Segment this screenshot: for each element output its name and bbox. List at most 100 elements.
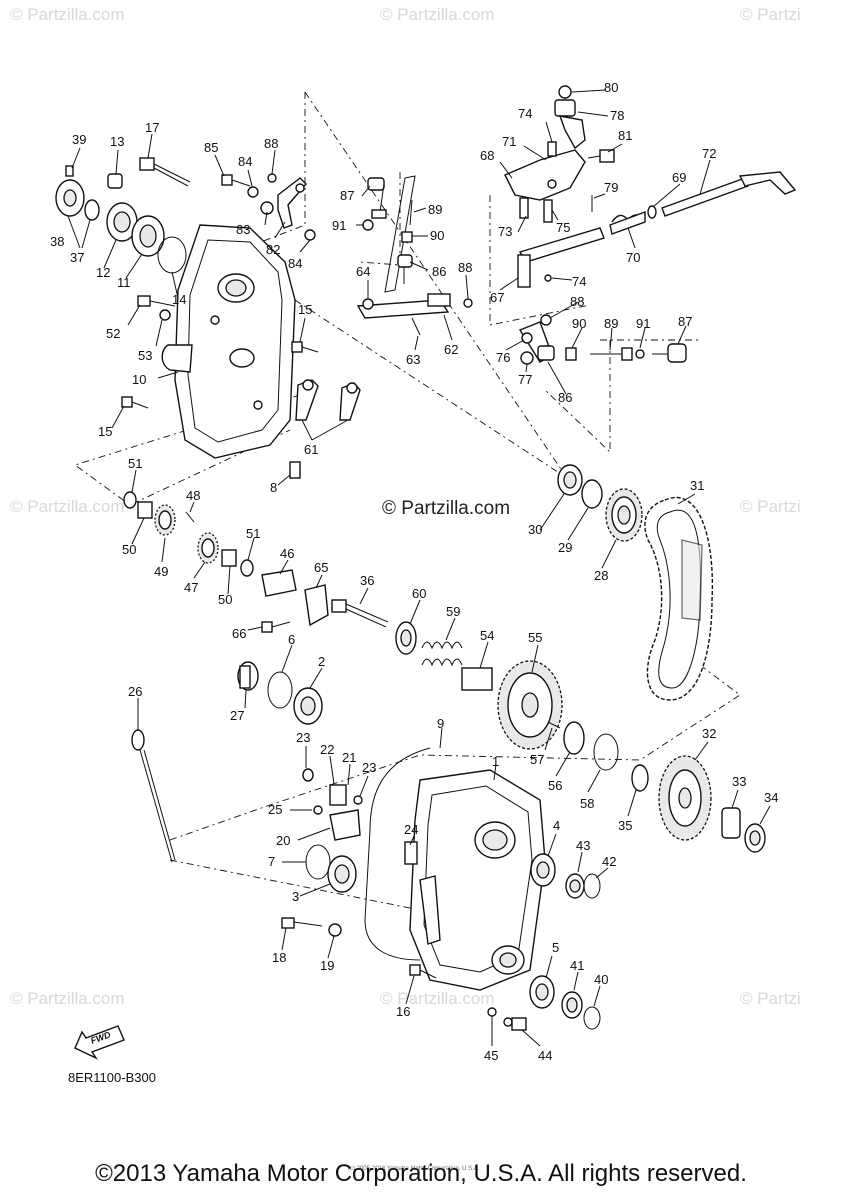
callout-39: 39 [72, 132, 86, 147]
callout-8: 8 [270, 480, 277, 495]
callout-19: 19 [320, 958, 334, 973]
callout-27: 27 [230, 708, 244, 723]
upper-left-bearings [55, 165, 187, 274]
callout-80: 80 [604, 80, 618, 95]
callout-10: 10 [132, 372, 146, 387]
callout-62: 62 [444, 342, 458, 357]
callout-45: 45 [484, 1048, 498, 1063]
cover-bolts [121, 295, 319, 409]
callout-54: 54 [480, 628, 494, 643]
callout-69: 69 [672, 170, 686, 185]
callout-91a: 91 [332, 218, 346, 233]
callout-31: 31 [690, 478, 704, 493]
bolt-17 [139, 157, 191, 187]
callout-81: 81 [618, 128, 632, 143]
callout-21: 21 [342, 750, 356, 765]
watermark-center: © Partzilla.com [382, 498, 510, 519]
callout-43: 43 [576, 838, 590, 853]
secondary-shaft-stack [331, 599, 649, 792]
callout-88b: 88 [458, 260, 472, 275]
callout-49: 49 [154, 564, 168, 579]
callout-36: 36 [360, 573, 374, 588]
drain-parts [302, 768, 363, 841]
shift-rod-mid [362, 175, 416, 293]
callout-41: 41 [570, 958, 584, 973]
callout-9: 9 [437, 716, 444, 731]
callout-42: 42 [602, 854, 616, 869]
callout-84b: 84 [288, 256, 302, 271]
lower-chain-case [364, 747, 546, 991]
callout-24: 24 [404, 822, 418, 837]
callout-74b: 74 [572, 274, 586, 289]
callout-87b: 87 [678, 314, 692, 329]
chain-case-cover [161, 224, 296, 459]
callout-5: 5 [552, 940, 559, 955]
callout-30: 30 [528, 522, 542, 537]
callout-4: 4 [553, 818, 560, 833]
callout-61: 61 [304, 442, 318, 457]
watermark-top-left: © Partzilla.com [10, 5, 125, 24]
callout-16: 16 [396, 1004, 410, 1019]
callout-12: 12 [96, 265, 110, 280]
callout-89b: 89 [604, 316, 618, 331]
callout-60: 60 [412, 586, 426, 601]
dipstick [131, 729, 176, 863]
callout-85: 85 [204, 140, 218, 155]
callout-50a: 50 [122, 542, 136, 557]
watermark-layer: © Partzilla.com © Partzilla.com © Partzi… [10, 5, 801, 1008]
callout-77: 77 [518, 372, 532, 387]
callout-58: 58 [580, 796, 594, 811]
callout-76: 76 [496, 350, 510, 365]
callout-14: 14 [172, 292, 186, 307]
watermark-top-center: © Partzilla.com [380, 5, 495, 24]
callout-59: 59 [446, 604, 460, 619]
forward-arrow-icon: FWD [74, 1025, 125, 1060]
callout-numbers: 1 2 3 4 5 6 7 8 9 10 11 12 13 14 15 15 1… [50, 80, 778, 1063]
callout-6: 6 [288, 632, 295, 647]
callout-86b: 86 [558, 390, 572, 405]
callout-86a: 86 [432, 264, 446, 279]
lower-gear-stack [658, 755, 766, 853]
callout-73: 73 [498, 224, 512, 239]
callout-26: 26 [128, 684, 142, 699]
callout-75: 75 [556, 220, 570, 235]
diagram-code: 8ER1100-B300 [68, 1070, 156, 1085]
callout-74a: 74 [518, 106, 532, 121]
callout-90b: 90 [572, 316, 586, 331]
callout-2: 2 [318, 654, 325, 669]
callout-3: 3 [292, 889, 299, 904]
small-copyright: (c) 2005-2016 Yamaha Motor Corporation, … [348, 1166, 480, 1172]
callout-15b: 15 [98, 424, 112, 439]
callout-52: 52 [106, 326, 120, 341]
callout-53: 53 [138, 348, 152, 363]
callout-18: 18 [272, 950, 286, 965]
callout-20: 20 [276, 833, 290, 848]
callout-40: 40 [594, 972, 608, 987]
watermark-bottom-right: © Partzi [740, 989, 801, 1008]
callout-72: 72 [702, 146, 716, 161]
shift-link-lower [518, 314, 687, 365]
callout-50b: 50 [218, 592, 232, 607]
callout-29: 29 [558, 540, 572, 555]
upper-sprocket-stack [557, 464, 643, 542]
copyright-notice: ©2013 Yamaha Motor Corporation, U.S.A. A… [95, 1160, 747, 1187]
watermark-mid-right: © Partzi [740, 497, 801, 516]
watermark-bottom-left: © Partzilla.com [10, 989, 125, 1008]
callout-33: 33 [732, 774, 746, 789]
leader-lines [67, 89, 771, 1047]
drive-chain [644, 497, 714, 701]
assembly-guide-lines [74, 91, 741, 911]
lower-left-bearings [237, 661, 323, 725]
callout-38: 38 [50, 234, 64, 249]
callout-55: 55 [528, 630, 542, 645]
callout-46: 46 [280, 546, 294, 561]
callout-1: 1 [492, 754, 499, 769]
callout-57: 57 [530, 752, 544, 767]
lower-case-hardware [281, 844, 437, 979]
callout-51a: 51 [128, 456, 142, 471]
callout-17: 17 [145, 120, 159, 135]
callout-63: 63 [406, 352, 420, 367]
callout-32: 32 [702, 726, 716, 741]
callout-70: 70 [626, 250, 640, 265]
